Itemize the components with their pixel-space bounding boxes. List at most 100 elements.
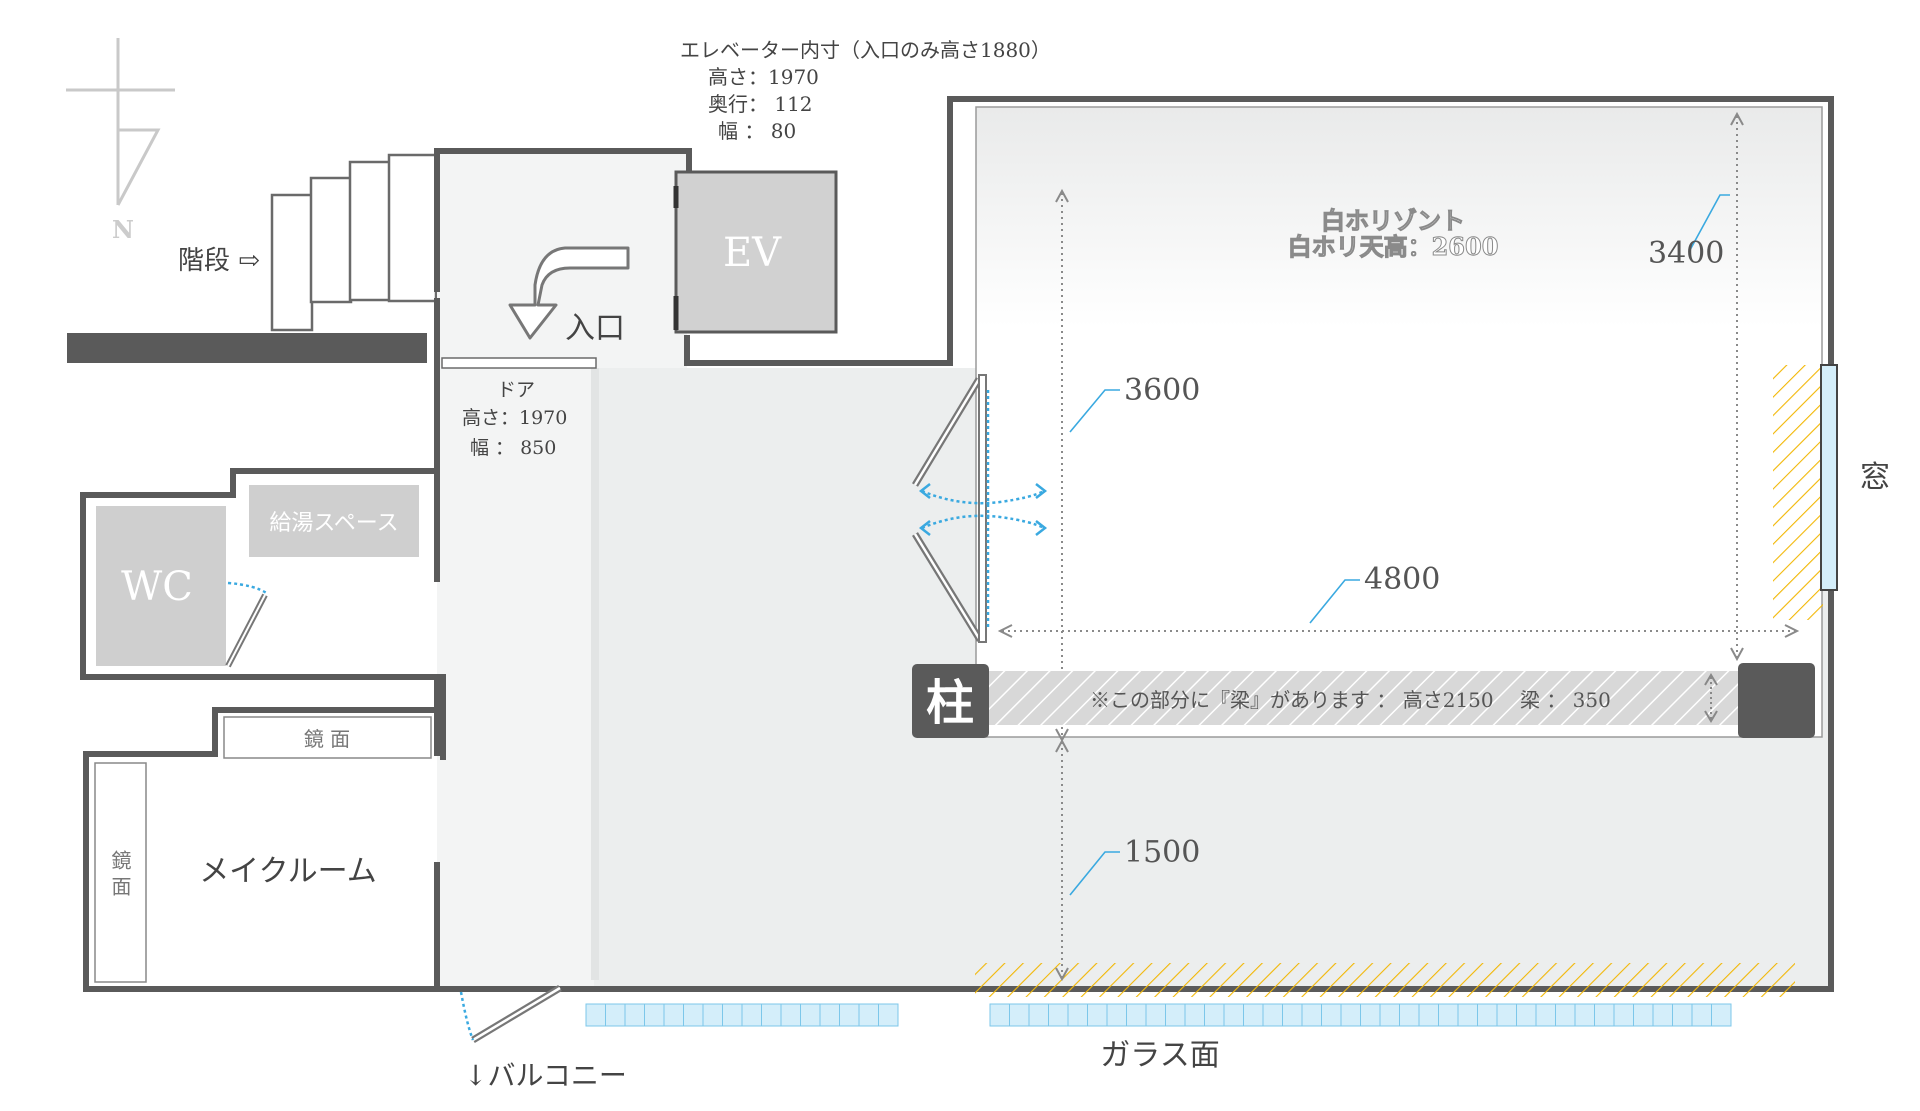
glass-cell [624, 1003, 645, 1027]
glass-cell [819, 1003, 840, 1027]
door-spec-title: ドア [497, 379, 535, 401]
glass-cell [1438, 1003, 1459, 1027]
entrance-arrow-icon [508, 246, 630, 340]
corridor-wall [67, 333, 427, 363]
pillar-left [912, 664, 989, 738]
glass-cell [1360, 1003, 1381, 1027]
glass-cell [1204, 1003, 1225, 1027]
glass-cell [1262, 1003, 1283, 1027]
glass-cell [1418, 1003, 1439, 1027]
entrance-door[interactable] [441, 357, 597, 369]
compass-icon [66, 38, 175, 206]
glass-cell [1184, 1003, 1205, 1027]
door-spec-height: 高さ：1970 [462, 407, 567, 429]
glass-cell [1652, 1003, 1673, 1027]
stairs-label: 階段 ⇨ [178, 246, 260, 276]
glass-cell [1087, 1003, 1108, 1027]
elevator-spec-depth: 奥行： 112 [708, 92, 813, 116]
dimension-1500: 1500 [1124, 835, 1200, 870]
glass-cell [1633, 1003, 1654, 1027]
glass-cell [1477, 1003, 1498, 1027]
mirror-top-label: 鏡 面 [304, 727, 350, 751]
glass-cell [1321, 1003, 1342, 1027]
glass-cell [1243, 1003, 1264, 1027]
studio-folding-door[interactable] [912, 374, 1048, 643]
dimension-lines [1002, 116, 1795, 977]
pillar-right [1738, 663, 1815, 738]
wc-door[interactable] [225, 581, 269, 668]
glass-cell [1282, 1003, 1303, 1027]
dimension-3400: 3400 [1648, 236, 1724, 271]
entrance-label: 入口 [565, 311, 625, 346]
glass-panel-right [989, 1003, 1732, 1027]
glass-cell [1301, 1003, 1322, 1027]
glass-cell [1574, 1003, 1595, 1027]
glass-cell [839, 1003, 860, 1027]
door-spec-width: 幅 ： 850 [470, 437, 556, 459]
mirror-side [94, 762, 147, 983]
dimension-arrow-icons [997, 111, 1800, 982]
glass-cell [1555, 1003, 1576, 1027]
hatch-bottom [975, 963, 1795, 997]
glass-cell [1126, 1003, 1147, 1027]
glass-cell [1457, 1003, 1478, 1027]
glass-cell [1613, 1003, 1634, 1027]
compass-north-label: N [112, 215, 134, 244]
glass-cell [1496, 1003, 1517, 1027]
horizont-area [975, 106, 1823, 738]
kitchenette [249, 485, 419, 557]
glass-cell [683, 1003, 704, 1027]
side-window [1820, 364, 1838, 591]
glass-cell [1028, 1003, 1049, 1027]
balcony-door[interactable] [459, 984, 562, 1044]
elevator-spec-width: 幅 ： 80 [718, 119, 796, 143]
elevator-spec-height: 高さ：1970 [708, 65, 819, 89]
beam-hatch [985, 671, 1738, 725]
kitchenette-label: 給湯スペース [269, 511, 398, 536]
glass-cell [1691, 1003, 1712, 1027]
glass-cell [605, 1003, 626, 1027]
glass-cell [1048, 1003, 1069, 1027]
elevator-label: EV [723, 230, 782, 276]
glass-cell [858, 1003, 879, 1027]
glass-cell [1399, 1003, 1420, 1027]
wc-label: WC [121, 564, 193, 610]
dimension-leaders [1069, 194, 1730, 896]
window-label: 窓 [1860, 460, 1890, 495]
stairs [270, 153, 438, 332]
wc-room [96, 506, 226, 666]
glass-cell [761, 1003, 782, 1027]
mirror-side-label: 鏡面 [108, 850, 132, 902]
makeup-room-label: メイクルーム [199, 854, 377, 889]
glass-cell [1594, 1003, 1615, 1027]
glass-cell [644, 1003, 665, 1027]
horizont-title: 白ホリゾント [1321, 206, 1465, 235]
dimension-3600: 3600 [1124, 373, 1200, 408]
glass-cell [780, 1003, 801, 1027]
glass-panel-left [585, 1003, 899, 1027]
glass-cell [989, 1003, 1010, 1027]
glass-cell [1009, 1003, 1030, 1027]
glass-cell [1067, 1003, 1088, 1027]
glass-cell [663, 1003, 684, 1027]
mirror-top [223, 716, 432, 759]
glass-cell [1535, 1003, 1556, 1027]
dimension-4800: 4800 [1364, 562, 1440, 597]
glass-cell [1711, 1003, 1732, 1027]
pillar-label: 柱 [926, 675, 974, 731]
glass-cell [741, 1003, 762, 1027]
glass-cell [878, 1003, 899, 1027]
building-walls [80, 96, 1834, 992]
glass-cell [1223, 1003, 1244, 1027]
glass-cell [1516, 1003, 1537, 1027]
glass-cell [1340, 1003, 1361, 1027]
horizont-ceiling: 白ホリ天高：2600 [1288, 232, 1499, 261]
hall-strip [591, 368, 599, 980]
glass-cell [585, 1003, 606, 1027]
elevator [674, 170, 838, 334]
glass-cell [1106, 1003, 1127, 1027]
glass-label: ガラス面 [1100, 1038, 1219, 1073]
glass-cell [1165, 1003, 1186, 1027]
elevator-spec-title: エレベーター内寸（入口のみ高さ1880） [680, 38, 1051, 62]
